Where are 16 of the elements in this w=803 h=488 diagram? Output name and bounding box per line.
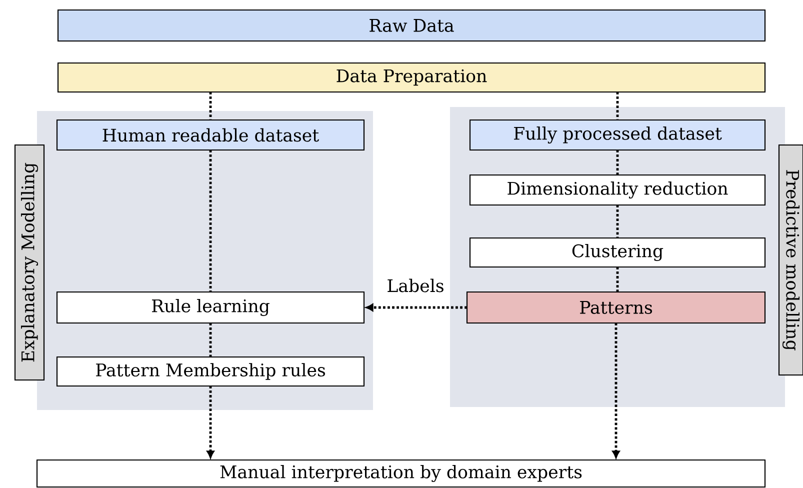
process-box: Data Preparation <box>57 62 766 93</box>
connector-arrow <box>612 323 620 458</box>
process-box: Human readable dataset <box>56 119 365 151</box>
side-label: Explanatory Modelling <box>14 144 45 381</box>
process-box: Fully processed dataset <box>469 119 766 151</box>
process-box: Raw Data <box>57 9 766 42</box>
process-box: Clustering <box>469 237 766 268</box>
process-box: Dimensionality reduction <box>469 174 766 206</box>
process-box: Patterns <box>466 291 766 324</box>
connector-arrow <box>206 386 214 458</box>
side-label: Predictive modelling <box>778 144 803 376</box>
connector-arrow <box>366 304 467 312</box>
process-box: Rule learning <box>56 291 365 324</box>
edge-label: Labels <box>388 278 444 292</box>
process-box: Pattern Membership rules <box>56 356 365 387</box>
process-box: Manual interpretation by domain experts <box>36 459 766 488</box>
